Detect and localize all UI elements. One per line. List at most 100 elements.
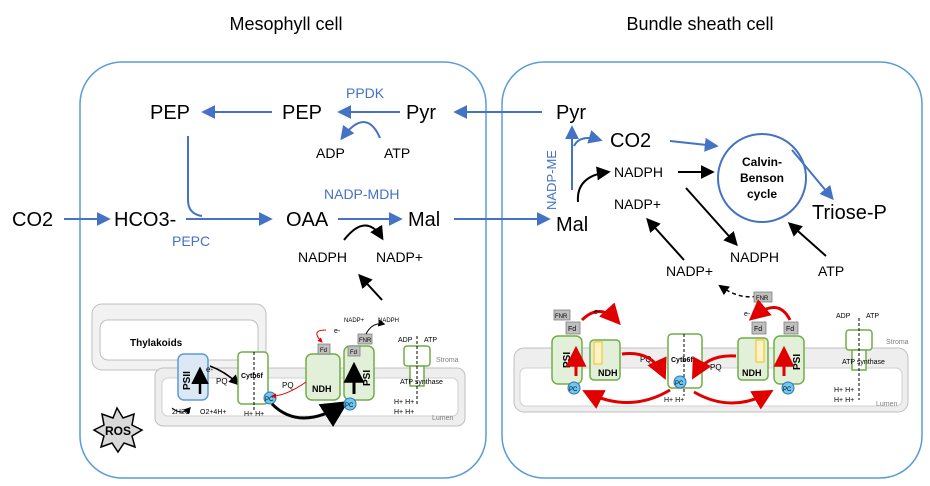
meso-e2: e- — [334, 328, 341, 335]
meso-atp-synthase-label: ATP synthase — [400, 379, 443, 386]
bs-ndh-right-subunit — [755, 339, 765, 363]
e-to-ndh-red-arrow — [316, 329, 327, 343]
triose-p: Triose-P — [812, 202, 887, 224]
bs-stroma: Stroma — [886, 339, 909, 346]
bundle-sheath-title: Bundle sheath cell — [626, 14, 773, 34]
bs-atp-synthase-label: ATP synthase — [842, 359, 885, 366]
nadp-me-label: NADP-ME — [544, 150, 559, 210]
ros-label: ROS — [105, 424, 131, 438]
calvin-line-3: cycle — [747, 187, 777, 201]
pq-label: PQ — [216, 377, 228, 386]
pep-right: PEP — [282, 102, 322, 124]
bs-co2: CO2 — [610, 130, 651, 152]
bs-fd-mid — [751, 321, 767, 335]
bs-fnr-left-label: FNR — [555, 314, 568, 320]
bs-pc-right — [781, 381, 795, 395]
meso-psi-label: PSI — [362, 370, 373, 386]
mdh-cofactor-arrow — [343, 224, 384, 241]
bs-fd-right — [783, 321, 799, 335]
meso-atp-small: ATP — [424, 337, 437, 344]
pc-to-psi-arrow — [270, 401, 349, 427]
outer-co2: CO2 — [12, 209, 53, 231]
pc-1-label: PC — [265, 397, 274, 403]
bs-pq-right: PQ — [710, 363, 722, 372]
nadp-reduction-arrow — [365, 319, 386, 335]
pep-left: PEP — [150, 102, 190, 124]
bs-nadp-plus-top: NADP+ — [614, 196, 661, 212]
pepc-label: PEPC — [172, 233, 210, 249]
bs-fd-left-label: Fd — [568, 326, 576, 333]
meso-h-pair: H+ H+ — [244, 411, 264, 418]
ndh-to-pq-red-arrow — [271, 381, 307, 399]
water-label: 2H2O — [172, 409, 191, 416]
bs-ndh-right-label: NDH — [742, 368, 762, 378]
meso-adp: ADP — [316, 145, 345, 161]
meso-nadph-small: NADPH — [378, 318, 399, 324]
bs-ndh-left-subunit — [593, 341, 603, 365]
bs-h-pair: H+ H+ — [664, 397, 684, 404]
meso-nadph: NADPH — [298, 249, 347, 265]
pc-2 — [343, 397, 357, 411]
bs-fd-right-label: Fd — [786, 326, 794, 333]
bs-pc-to-psi-left-arrow — [582, 388, 671, 409]
meso-ndh-label: NDH — [312, 384, 332, 394]
meso-pyr: Pyr — [406, 102, 436, 124]
co2-to-calvin-arrow — [669, 137, 719, 152]
bs-atp: ATP — [818, 263, 844, 279]
bs-atp-small: ATP — [866, 313, 879, 320]
meso-fd — [347, 345, 361, 357]
bs-mal: Mal — [556, 214, 588, 236]
ros-burst-icon — [92, 406, 144, 454]
mesophyll-cell-outline — [79, 61, 487, 479]
bs-ndh-left-label: NDH — [598, 368, 618, 378]
oaa: OAA — [286, 209, 329, 231]
ppdk-label: PPDK — [346, 85, 385, 101]
bs-lumen-label: Lumen — [876, 401, 898, 408]
meso-fnr-label: FNR — [359, 338, 372, 344]
bs-pc-mid-label: PC — [675, 381, 684, 387]
bs-e-right: e- — [744, 311, 751, 318]
calvin-cycle-circle — [717, 133, 807, 223]
membrane-to-nadph-arrow — [358, 273, 383, 301]
pc-2-label: PC — [345, 403, 354, 409]
mesophyll-title: Mesophyll cell — [229, 14, 342, 34]
bs-fd-left — [565, 321, 581, 335]
bs-nadph-bottom: NADPH — [730, 249, 779, 265]
meso-mal: Mal — [408, 209, 440, 231]
meso-lumen-label: Lumen — [432, 415, 454, 422]
cytb6f-complex — [237, 351, 269, 405]
thylakoids-label: Thylakoids — [130, 338, 183, 349]
meso-fd-small — [317, 343, 331, 355]
bs-e-left: e- — [594, 309, 601, 316]
pep-to-oaa-arrow — [187, 136, 203, 217]
fnr-to-nadp-dashed-arrow — [718, 284, 759, 298]
bs-ndh-to-cyt-arrow — [621, 351, 667, 380]
bs-cytb6f-label: Cytb6f — [671, 357, 693, 364]
bs-fnr-top-label: FNR — [756, 296, 769, 302]
nadp-mdh-label: NADP-MDH — [324, 186, 399, 202]
bs-pc-right-label: PC — [783, 387, 792, 393]
bs-pc-mid — [673, 375, 687, 389]
bs-h-grid-1: H+ H+ — [834, 387, 854, 394]
bs-nadph-top: NADPH — [614, 164, 663, 180]
meso-stroma: Stroma — [436, 357, 459, 364]
bs-pyr: Pyr — [556, 102, 586, 124]
o2-label: O2+4H+ — [200, 409, 226, 416]
bs-nadp-plus-bottom: NADP+ — [666, 263, 713, 279]
bs-left-e-arc — [580, 302, 621, 326]
bs-ndh-right-to-cyt-arrow — [691, 354, 737, 380]
pq-label-2: PQ — [282, 381, 294, 390]
meso-fnr — [357, 333, 373, 345]
atp-to-calvin-arrow — [787, 222, 827, 257]
mal-to-co2-arrow — [573, 130, 603, 147]
meso-nadp-small: NADP+ — [344, 318, 365, 324]
bs-fnr-left — [553, 309, 571, 321]
meso-atp: ATP — [384, 145, 410, 161]
bs-pc-left-label: PC — [569, 387, 578, 393]
bs-pc-to-psi-right-arrow — [693, 389, 774, 410]
bs-fd-mid-label: Fd — [754, 326, 762, 333]
psii-to-pq-arrow — [209, 365, 240, 386]
calvin-line-1: Calvin- — [742, 155, 782, 169]
bs-h-grid-2: H+ H+ — [834, 397, 854, 404]
